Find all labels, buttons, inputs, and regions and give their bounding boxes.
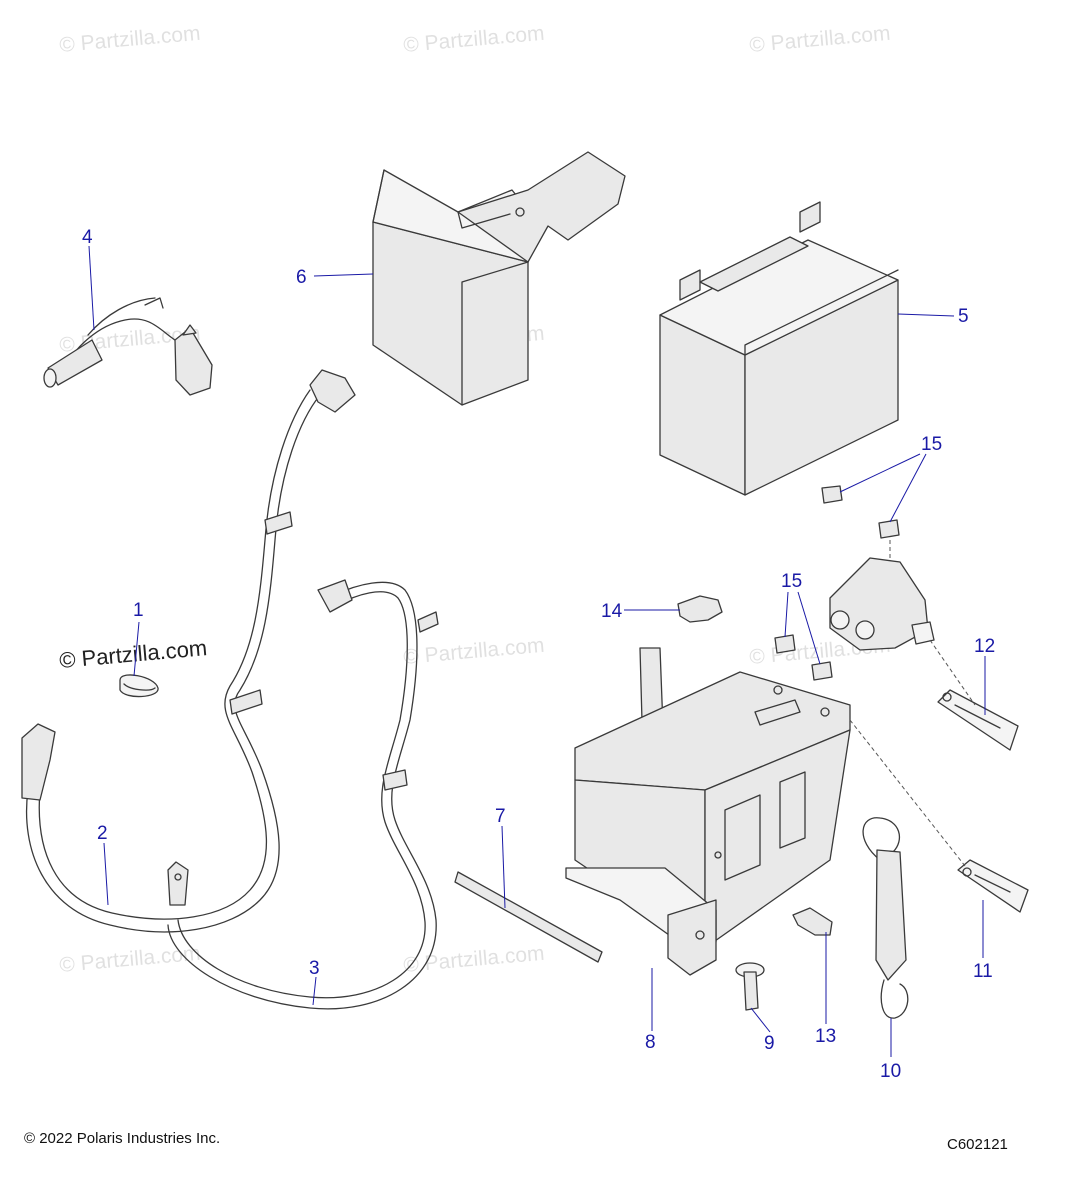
terminal-boot-part[interactable] xyxy=(43,297,213,396)
upper-bracket-part[interactable] xyxy=(937,689,1019,751)
callout-11: 11 xyxy=(973,961,993,982)
battery-tray-part[interactable] xyxy=(565,647,851,976)
callout-15a: 15 xyxy=(921,434,942,455)
callout-2: 2 xyxy=(97,823,108,844)
callout-12: 12 xyxy=(974,636,995,657)
callout-4: 4 xyxy=(82,227,93,248)
strip-part[interactable] xyxy=(454,871,603,963)
small-clip-part[interactable] xyxy=(792,907,833,936)
relay-part[interactable] xyxy=(829,557,935,651)
negative-cable-part[interactable] xyxy=(21,369,356,933)
watermark-text: © Partzilla.com xyxy=(402,634,545,669)
callout-labels: 1 2 3 4 5 6 7 8 9 10 11 12 13 14 15 15 xyxy=(82,227,995,1082)
assembly-lines xyxy=(849,540,976,867)
watermark-text: © Partzilla.com xyxy=(748,22,891,57)
callout-13: 13 xyxy=(815,1026,836,1047)
wire-clamp-part[interactable] xyxy=(677,595,723,623)
callout-1: 1 xyxy=(133,600,144,621)
watermark-text: © Partzilla.com xyxy=(58,942,201,977)
drawing-code: C602121 xyxy=(947,1136,1008,1153)
callout-14: 14 xyxy=(601,601,623,622)
callout-7: 7 xyxy=(495,806,506,827)
nut-part[interactable] xyxy=(774,485,900,681)
callout-10: 10 xyxy=(880,1061,901,1082)
watermark-text: © Partzilla.com xyxy=(402,942,545,977)
bolt-part[interactable] xyxy=(735,962,765,1011)
watermark-text: © Partzilla.com xyxy=(58,22,201,57)
callout-15b: 15 xyxy=(781,571,802,592)
clip-part[interactable] xyxy=(119,674,159,698)
callout-9: 9 xyxy=(764,1033,775,1054)
leader-lines xyxy=(88,245,986,1057)
copyright-text: © 2022 Polaris Industries Inc. xyxy=(24,1130,221,1147)
hold-down-strap-part[interactable] xyxy=(862,817,909,1019)
callout-6: 6 xyxy=(296,267,307,288)
positive-cable-part[interactable] xyxy=(167,579,439,1010)
watermark-text: © Partzilla.com xyxy=(402,22,545,57)
callout-5: 5 xyxy=(958,306,969,327)
battery-cover-part[interactable] xyxy=(372,151,626,406)
callout-3: 3 xyxy=(309,958,320,979)
right-bracket-part[interactable] xyxy=(957,859,1029,913)
battery-part[interactable] xyxy=(659,201,899,496)
callout-8: 8 xyxy=(645,1032,656,1053)
watermark-text-dark: © Partzilla.com xyxy=(58,635,208,673)
